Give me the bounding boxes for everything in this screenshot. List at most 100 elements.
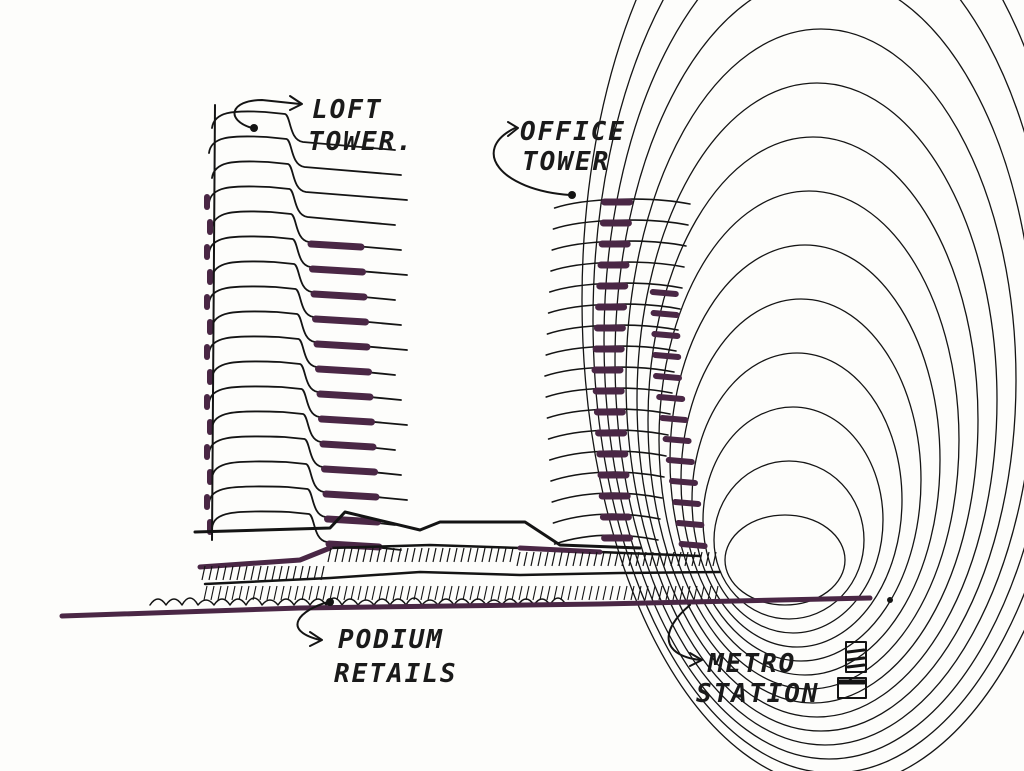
podium-hatch-line xyxy=(365,586,368,600)
podium-hatch-line xyxy=(517,552,520,566)
podium xyxy=(150,512,720,605)
podium-hatch-line xyxy=(468,548,471,562)
podium-retails-label-line2: RETAILS xyxy=(334,659,458,689)
podium-retails-leader-dot xyxy=(326,598,334,606)
office-inner-mark xyxy=(653,292,676,294)
podium-hatch-line xyxy=(540,586,543,600)
podium-hatch-line xyxy=(566,552,569,566)
podium-hatch-line xyxy=(652,586,655,600)
podium-hatch-line xyxy=(342,548,345,562)
office-inner-mark xyxy=(669,460,692,462)
office-inner-mark xyxy=(659,397,682,399)
podium-hatch-line xyxy=(316,586,319,600)
podium-hatch-line xyxy=(601,552,604,566)
podium-hatch-line xyxy=(596,586,599,600)
podium-hatch-line xyxy=(461,548,464,562)
office-arc xyxy=(670,245,940,675)
podium-hatch-line xyxy=(246,586,249,600)
office-arc xyxy=(615,0,1024,745)
podium-hatch-line xyxy=(428,586,431,600)
podium-hatch-line xyxy=(575,586,578,600)
office-tower-leader-dot xyxy=(568,191,576,199)
podium-hatch-line xyxy=(547,586,550,600)
podium-hatch-line xyxy=(694,586,697,600)
podium-hatch-line xyxy=(582,586,585,600)
podium-hatch-line xyxy=(426,548,429,562)
podium-hatch-line xyxy=(561,586,564,600)
office-inner-mark xyxy=(654,334,677,336)
podium-hatch-line xyxy=(204,586,207,600)
podium-retails-label-line1: PODIUM xyxy=(338,625,444,655)
podium-hatch-line xyxy=(470,586,473,600)
podium-hatch-line xyxy=(400,586,403,600)
podium-hatch-line xyxy=(510,548,513,562)
podium-hatch-line xyxy=(258,566,261,580)
podium-lower-deck xyxy=(205,572,720,584)
metro-station-label-line2: STATION xyxy=(696,679,820,709)
podium-hatch-line xyxy=(281,586,284,600)
office-tower-label-line2: TOWER xyxy=(522,147,610,177)
loft-window-mark xyxy=(322,419,372,422)
loft-window-mark xyxy=(325,469,375,472)
podium-hatch-line xyxy=(323,586,326,600)
loft-window-mark xyxy=(317,344,367,347)
podium-hatch-line xyxy=(587,552,590,566)
office-tower-sweeping-arcs xyxy=(582,0,1024,771)
podium-hatch-line xyxy=(386,586,389,600)
podium-hatch-line xyxy=(211,586,214,600)
podium-hatch-line xyxy=(309,586,312,600)
podium-hatch-line xyxy=(519,586,522,600)
loft-window-mark xyxy=(311,244,361,247)
loft-floor-line xyxy=(209,186,395,225)
loft-floor-line xyxy=(209,386,407,425)
podium-hatch-line xyxy=(701,586,704,600)
loft-window-mark xyxy=(314,294,364,297)
podium-hatch-line xyxy=(286,566,289,580)
podium-hatch-line xyxy=(232,586,235,600)
podium-hatch-line xyxy=(491,586,494,600)
podium-hatch-line xyxy=(288,586,291,600)
podium-hatch-line xyxy=(545,552,548,566)
callout-leaders xyxy=(235,96,702,666)
loft-window-mark xyxy=(326,494,376,497)
podium-hatch-line xyxy=(538,552,541,566)
podium-hatch-line xyxy=(552,552,555,566)
podium-hatch-line xyxy=(610,586,613,600)
podium-hatch-line xyxy=(505,586,508,600)
podium-hatch-line xyxy=(496,548,499,562)
podium-hatch-line xyxy=(454,548,457,562)
office-arc xyxy=(725,515,845,605)
podium-hatch-line xyxy=(617,586,620,600)
podium-hatch-line xyxy=(512,586,515,600)
podium-hatch-line xyxy=(440,548,443,562)
loft-tower xyxy=(207,105,407,550)
podium-hatch-line xyxy=(573,552,576,566)
loft-window-mark xyxy=(320,394,370,397)
office-inner-mark xyxy=(654,313,677,315)
loft-tower-floor-lines xyxy=(209,111,407,550)
office-arc xyxy=(637,83,997,717)
podium-hatch-line xyxy=(673,586,676,600)
podium-hatch-line xyxy=(295,586,298,600)
podium-hatch-line xyxy=(524,552,527,566)
podium-hatch-line xyxy=(603,586,606,600)
podium-hatch-line xyxy=(274,586,277,600)
loft-floor-line xyxy=(212,311,407,350)
podium-hatch-line xyxy=(358,586,361,600)
loft-tower-label-line1: LOFT xyxy=(312,95,383,125)
podium-hatch-line xyxy=(239,586,242,600)
podium-hatch-line xyxy=(615,552,618,566)
podium-hatch-line xyxy=(463,586,466,600)
podium-hatch-line xyxy=(379,586,382,600)
podium-hatch-line xyxy=(559,552,562,566)
podium-hatch-line xyxy=(372,586,375,600)
ground-dot xyxy=(887,597,893,603)
office-arc xyxy=(626,29,1016,731)
podium-hatch-line xyxy=(580,552,583,566)
podium-hatch-line xyxy=(225,586,228,600)
podium-hatch-line xyxy=(624,586,627,600)
podium-hatch-line xyxy=(218,586,221,600)
office-arc xyxy=(582,0,1024,771)
podium-hatch-line xyxy=(482,548,485,562)
office-inner-mark xyxy=(662,418,685,420)
